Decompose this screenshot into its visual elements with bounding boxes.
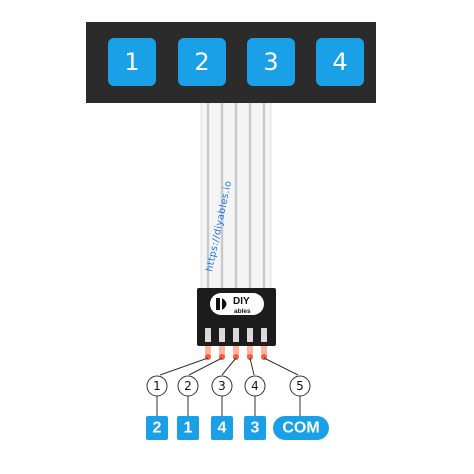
key-1[interactable]: 1 xyxy=(108,38,156,86)
pin-leader-lines xyxy=(159,357,299,376)
pin-label-3: 3 xyxy=(211,375,233,397)
map-value-pin-5: COM xyxy=(282,420,319,437)
pin-label-1: 1 xyxy=(146,375,168,397)
pin-label-2: 2 xyxy=(177,375,199,397)
pin-number-3: 3 xyxy=(218,379,226,393)
pin-label-5: 5 xyxy=(289,375,311,397)
map-box-pin-4: 3 xyxy=(244,416,266,440)
key-4-label: 4 xyxy=(332,48,347,76)
map-value-pin-2: 1 xyxy=(184,420,193,437)
mapping-connectors xyxy=(156,396,301,416)
ribbon-cable xyxy=(200,103,272,288)
pin-ends xyxy=(205,346,267,360)
key-2[interactable]: 2 xyxy=(178,38,226,86)
key-1-label: 1 xyxy=(124,48,139,76)
map-box-pin-2: 1 xyxy=(177,416,199,440)
pin-number-5: 5 xyxy=(296,379,304,393)
pin-number-2: 2 xyxy=(184,379,192,393)
pin-number-4: 4 xyxy=(251,379,259,393)
map-value-pin-3: 4 xyxy=(218,420,227,437)
map-box-pin-1: 2 xyxy=(146,416,168,440)
map-value-pin-4: 3 xyxy=(251,420,260,437)
key-3-label: 3 xyxy=(263,48,278,76)
map-value-pin-1: 2 xyxy=(153,420,162,437)
pin-number-1: 1 xyxy=(153,379,161,393)
pin-label-4: 4 xyxy=(244,375,266,397)
map-box-pin-5: COM xyxy=(273,416,329,440)
key-2-label: 2 xyxy=(194,48,209,76)
connector: DIY ables xyxy=(197,288,276,346)
diyables-logo-icon xyxy=(216,298,227,310)
map-box-pin-3: 4 xyxy=(211,416,233,440)
key-3[interactable]: 3 xyxy=(247,38,295,86)
logo-sub: ables xyxy=(234,308,251,315)
logo-main: DIY xyxy=(233,296,250,307)
key-4[interactable]: 4 xyxy=(316,38,364,86)
